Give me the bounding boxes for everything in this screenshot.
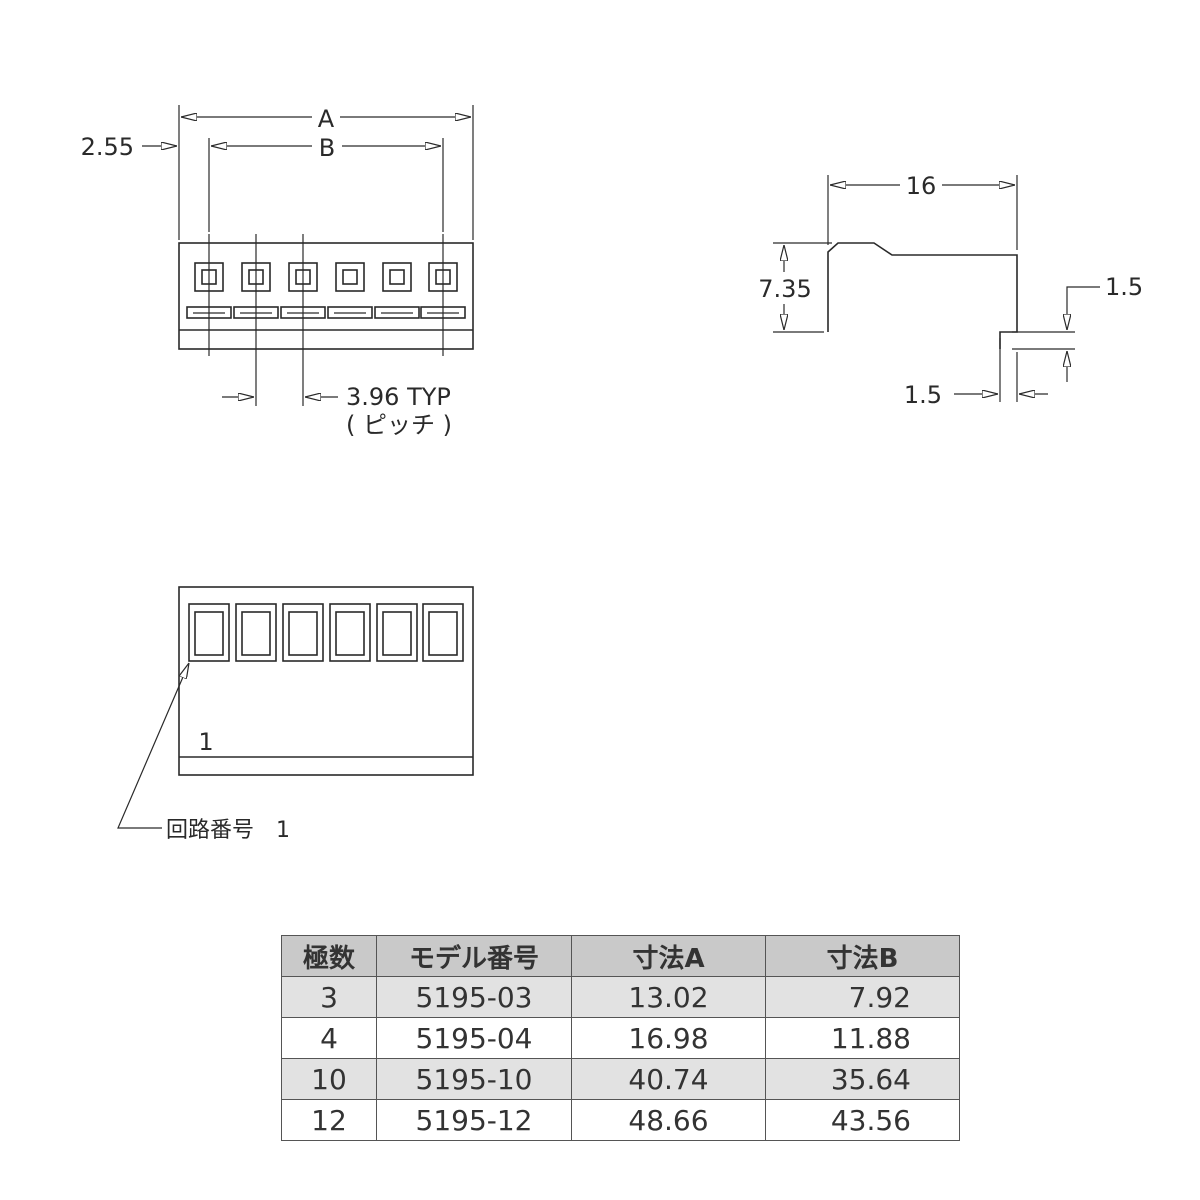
offset-label: 2.55 <box>81 133 134 161</box>
circuit-mark: 1 <box>198 728 213 756</box>
cell-dim-b: 43.56 <box>765 1099 960 1141</box>
table-row: 4 5195-04 16.98 11.88 <box>281 1017 960 1059</box>
dimension-step-right: 1.5 <box>1067 273 1143 382</box>
dimension-width: 16 <box>830 172 1015 200</box>
dimension-a-label: A <box>318 105 335 133</box>
step-bottom-label: 1.5 <box>904 381 942 409</box>
top-view-body <box>178 242 474 350</box>
table-row: 3 5195-03 13.02 7.92 <box>281 976 960 1018</box>
front-view-cavities <box>188 603 464 662</box>
cell-poles: 10 <box>281 1058 377 1100</box>
dimension-step-bottom: 1.5 <box>904 381 1048 409</box>
cell-poles: 3 <box>281 976 377 1018</box>
cell-poles: 4 <box>281 1017 377 1059</box>
cell-dim-a: 13.02 <box>571 976 766 1018</box>
connector-drawing: A B 2.55 <box>81 105 1143 843</box>
table-row: 12 5195-12 48.66 43.56 <box>281 1099 960 1141</box>
cell-dim-a: 16.98 <box>571 1017 766 1059</box>
cell-dim-b: 11.88 <box>765 1017 960 1059</box>
table-header-row: 極数 モデル番号 寸法A 寸法B <box>281 935 960 977</box>
front-view-body <box>178 586 474 776</box>
dimension-offset: 2.55 <box>81 133 177 161</box>
spec-table: 極数 モデル番号 寸法A 寸法B 3 5195-03 13.02 7.92 4 … <box>281 935 960 1141</box>
step-right-label: 1.5 <box>1105 273 1143 301</box>
circuit-callout-label: 回路番号 1 <box>166 818 290 843</box>
cell-poles: 12 <box>281 1099 377 1141</box>
pitch-label: 3.96 TYP <box>346 383 451 411</box>
dimension-b-label: B <box>319 134 335 162</box>
cell-model: 5195-10 <box>376 1058 572 1100</box>
dimension-height: 7.35 <box>758 245 812 330</box>
dimension-pitch: 3.96 TYP ( ピッチ ) <box>222 383 452 439</box>
header-poles: 極数 <box>281 935 377 977</box>
table-row: 10 5195-10 40.74 35.64 <box>281 1058 960 1100</box>
header-model: モデル番号 <box>376 935 572 977</box>
side-view: 16 7.35 1.5 1.5 <box>758 172 1143 409</box>
dimension-a: A <box>181 105 471 133</box>
header-dim-b: 寸法B <box>765 935 960 977</box>
cell-model: 5195-12 <box>376 1099 572 1141</box>
cell-dim-a: 48.66 <box>571 1099 766 1141</box>
cell-dim-a: 40.74 <box>571 1058 766 1100</box>
circuit-callout: 回路番号 1 <box>117 663 290 843</box>
top-view: A B 2.55 <box>81 105 474 439</box>
top-view-contacts <box>186 262 466 319</box>
cell-model: 5195-03 <box>376 976 572 1018</box>
cell-model: 5195-04 <box>376 1017 572 1059</box>
width-label: 16 <box>906 172 937 200</box>
header-dim-a: 寸法A <box>571 935 766 977</box>
height-label: 7.35 <box>758 275 811 303</box>
pitch-note: ( ピッチ ) <box>346 411 452 439</box>
cell-dim-b: 7.92 <box>765 976 960 1018</box>
side-view-body <box>827 242 1018 349</box>
front-view: 1 回路番号 1 <box>117 586 474 843</box>
dimension-b: B <box>211 134 441 162</box>
cell-dim-b: 35.64 <box>765 1058 960 1100</box>
